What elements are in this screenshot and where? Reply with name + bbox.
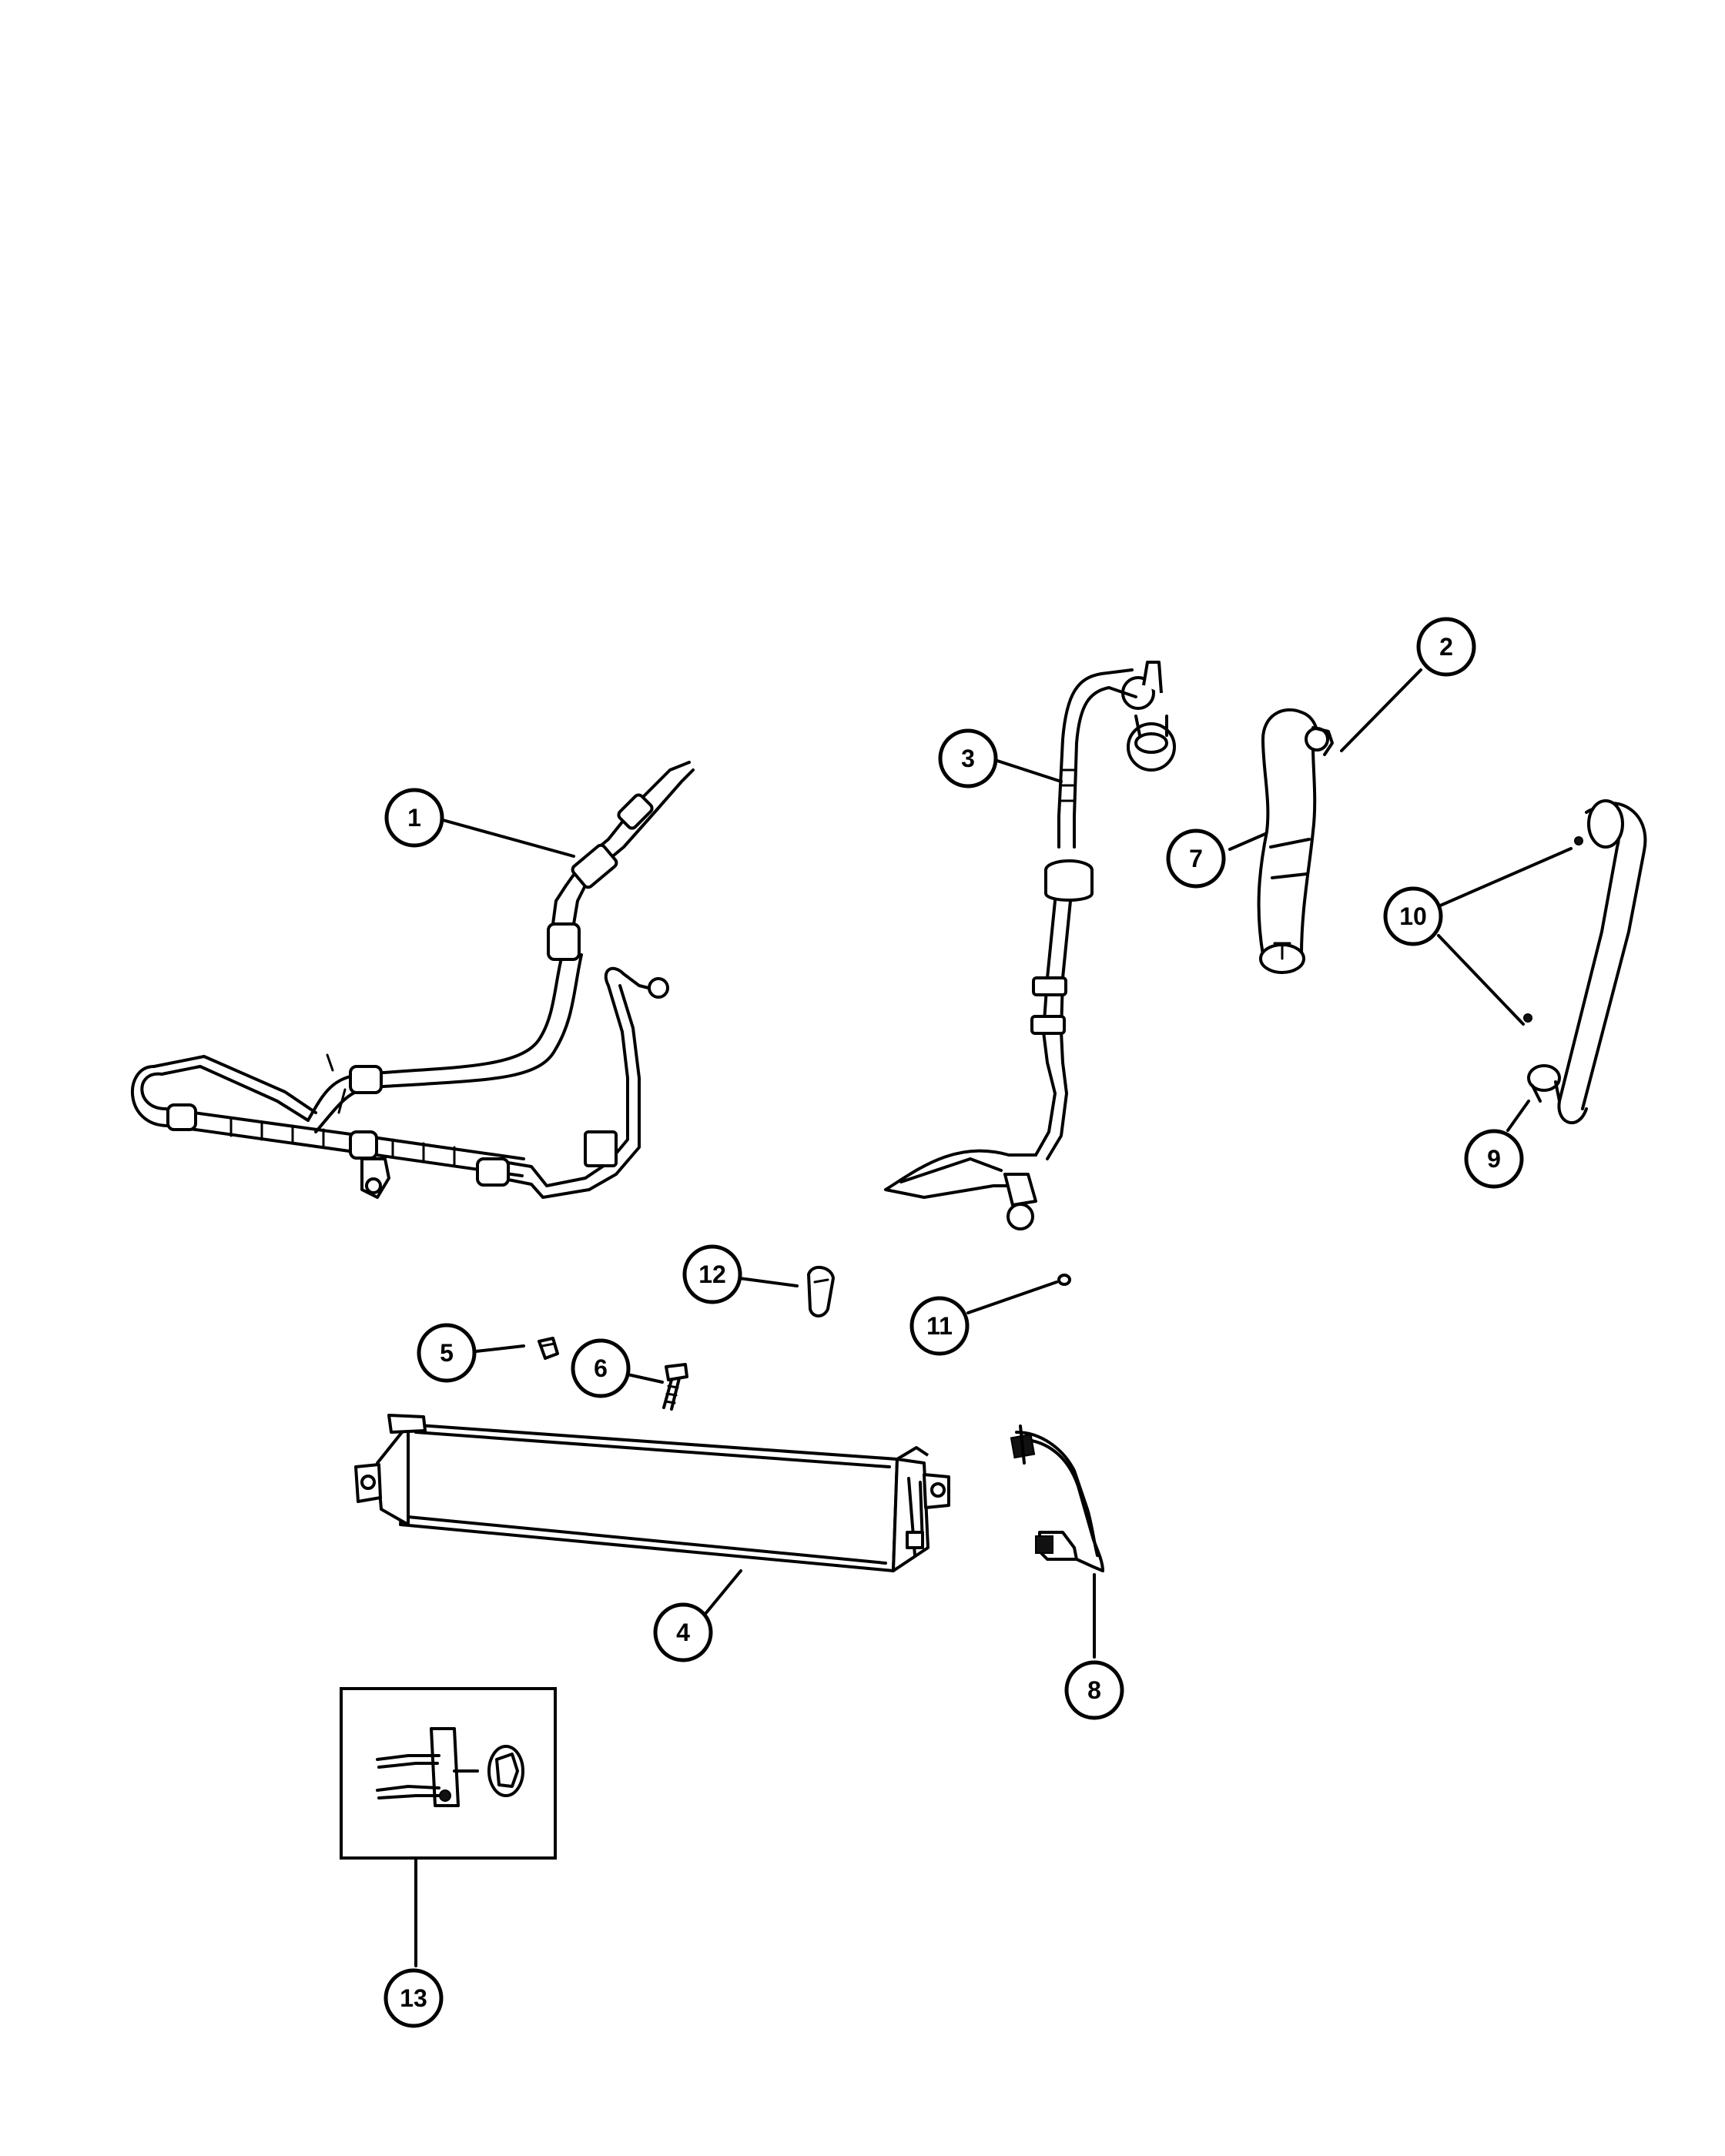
leader-5	[474, 1344, 525, 1353]
callout-4: 4	[653, 1602, 713, 1662]
part-9-tube	[1527, 799, 1647, 1125]
part-11-o-ring	[1057, 1274, 1071, 1286]
callout-13-label: 13	[400, 1984, 427, 2012]
callout-2: 2	[1416, 617, 1476, 677]
callout-12: 12	[682, 1244, 742, 1304]
callout-5: 5	[417, 1323, 477, 1383]
leader-4	[703, 1569, 742, 1616]
callout-9: 9	[1464, 1129, 1524, 1189]
callout-6: 6	[571, 1338, 631, 1398]
part-4-cooler	[354, 1414, 950, 1572]
part-6-bolt	[662, 1363, 688, 1411]
leader-11	[966, 1281, 1058, 1314]
leader-lines	[414, 668, 1573, 1967]
part-5-nut	[538, 1337, 559, 1360]
callout-7-label: 7	[1189, 845, 1203, 872]
callout-3: 3	[938, 728, 998, 788]
callout-1: 1	[384, 788, 444, 848]
part-1-hose-assembly	[131, 761, 695, 1199]
leader-3	[996, 759, 1063, 783]
leader-12	[738, 1277, 799, 1287]
callout-6-label: 6	[594, 1354, 608, 1382]
callout-8-label: 8	[1087, 1676, 1101, 1704]
callout-1-label: 1	[407, 804, 421, 832]
part-10-clamps	[1523, 836, 1583, 1023]
callout-7: 7	[1166, 829, 1226, 889]
callout-10: 10	[1383, 886, 1443, 946]
callout-12-label: 12	[698, 1260, 726, 1288]
callout-2-label: 2	[1439, 633, 1453, 661]
part-7-hose	[1257, 708, 1334, 974]
leader-10a	[1437, 847, 1573, 908]
callout-13: 13	[384, 1968, 444, 2028]
leader-2	[1340, 668, 1422, 752]
callout-3-label: 3	[961, 745, 975, 772]
part-13-inset	[340, 1687, 557, 1860]
leader-9	[1506, 1100, 1530, 1132]
callout-11-label: 11	[926, 1312, 953, 1340]
callout-9-label: 9	[1487, 1145, 1501, 1173]
callout-5-label: 5	[440, 1339, 454, 1367]
part-12-clip	[807, 1266, 835, 1317]
leader-6	[626, 1373, 664, 1384]
leader-7	[1228, 832, 1267, 851]
callout-11: 11	[909, 1296, 970, 1356]
part-8-hose	[1010, 1424, 1104, 1572]
callout-8: 8	[1064, 1660, 1124, 1720]
leader-1	[441, 819, 575, 858]
callout-4-label: 4	[676, 1619, 690, 1646]
callout-10-label: 10	[1399, 902, 1427, 930]
leader-10b	[1437, 934, 1525, 1026]
part-3-hose	[884, 661, 1176, 1230]
